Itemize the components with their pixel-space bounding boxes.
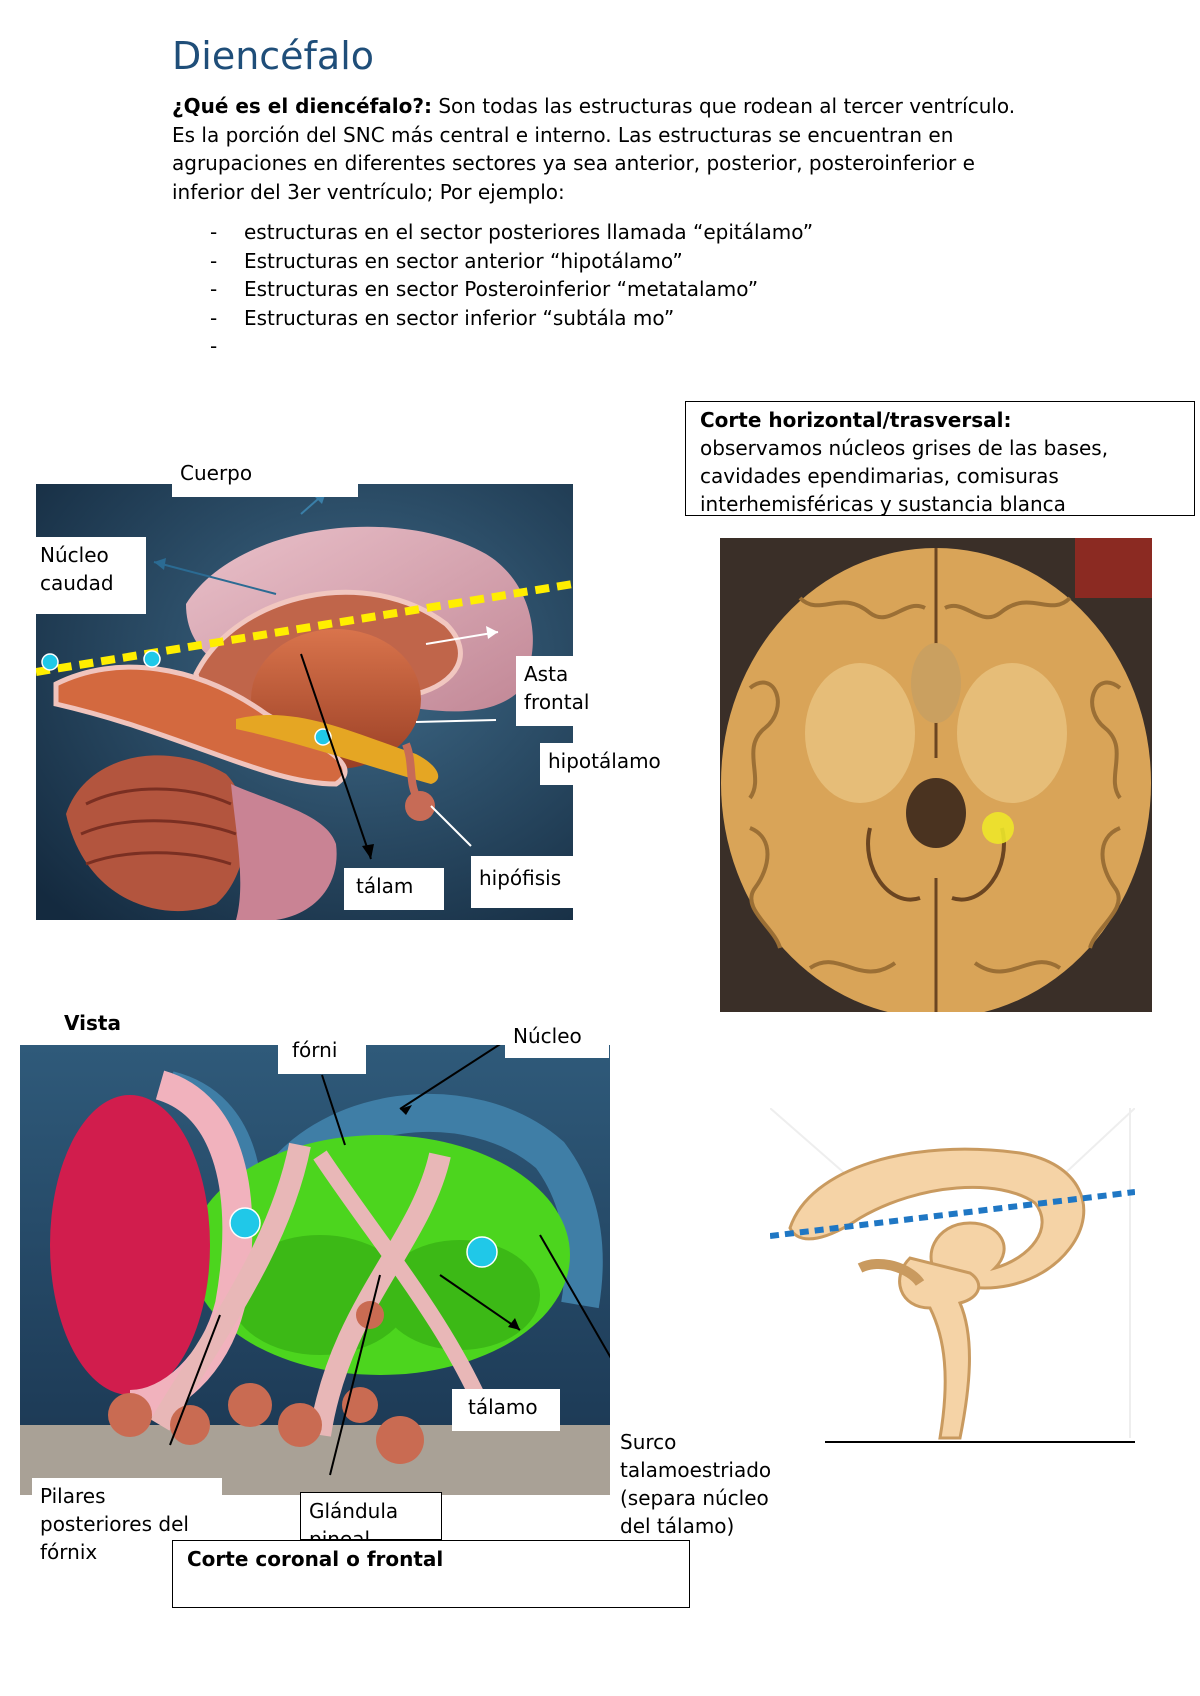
intro-question: ¿Qué es el diencéfalo?: [172,94,432,118]
brain-lateral-illustration [36,484,573,920]
label-glandula-pineal: Glándula pineal [300,1492,442,1540]
label-cuerpo: Cuerpo [172,455,358,497]
intro-text: Son todas las estructuras que rodean al … [172,94,1016,204]
label-nucleo: Núcleo [505,1018,609,1058]
sector-list: estructuras en el sector posteriores lla… [210,218,813,361]
label-fornix: fórni [278,1032,366,1074]
horizontal-section-caption: Corte horizontal/trasversal: observamos … [685,401,1195,516]
list-item: estructuras en el sector posteriores lla… [210,218,813,247]
coronal-section-caption: Corte coronal o frontal [172,1540,690,1608]
brain-horizontal-photo [720,538,1152,1012]
page-title: Diencéfalo [172,34,375,78]
intro-paragraph: ¿Qué es el diencéfalo?: Son todas las es… [172,92,1032,206]
coronal-section-title: Corte coronal o frontal [187,1547,444,1571]
ventricle-illustration [770,1108,1135,1448]
label-asta-frontal: Asta frontal [516,656,606,726]
list-item: Estructuras en sector anterior “hipotála… [210,247,813,276]
brain-lateral-image [36,484,573,920]
label-hipotalamo: hipotálamo [540,743,680,785]
label-vista: Vista [48,1005,238,1045]
label-nucleo-caudado: Núcleo caudad [32,537,146,614]
horizontal-section-title: Corte horizontal/trasversal: [700,408,1012,432]
label-talamo-3d: tálamo [452,1389,560,1431]
list-item: Estructuras en sector Posteroinferior “m… [210,275,813,304]
label-talamo: tálam [344,868,444,910]
thalamus-3d-illustration [20,1045,610,1495]
thalamus-3d-image [20,1045,610,1495]
list-item [210,332,813,361]
list-item: Estructuras en sector inferior “subtála … [210,304,813,333]
brain-horizontal-illustration [720,538,1152,1012]
label-hipofisis: hipófisis [471,856,577,908]
ventricle-illustration-image [770,1108,1135,1448]
horizontal-section-text: observamos núcleos grises de las bases, … [700,436,1109,516]
